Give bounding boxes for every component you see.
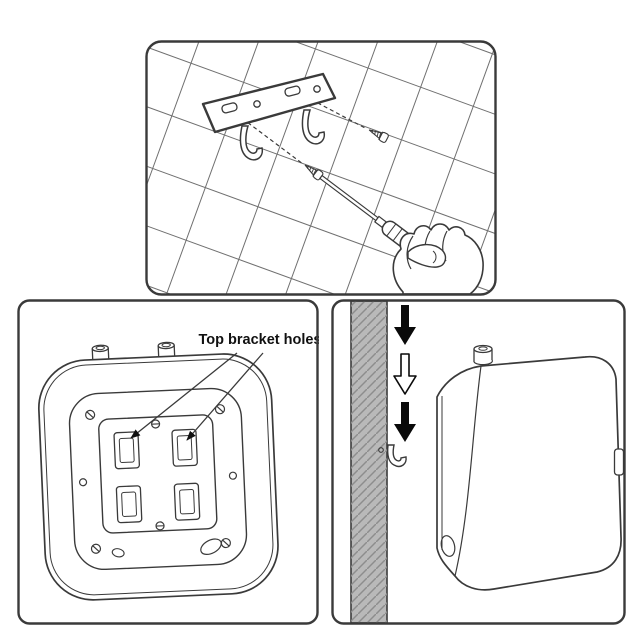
- bracket-keyhole-right: [284, 85, 301, 97]
- wall-hatching: [351, 301, 387, 623]
- bracket-keyhole-left: [221, 102, 238, 114]
- panel-bracket-installation: [145, 40, 497, 296]
- side-hole-left: [78, 478, 88, 487]
- down-arrow-solid-top: [394, 305, 416, 345]
- thumb: [407, 243, 447, 268]
- unit-back-recess: [68, 387, 248, 571]
- wall-hook-screw: [378, 447, 384, 453]
- installer-hand: [392, 223, 484, 295]
- pipe-fitting-right: [157, 341, 176, 358]
- heater-side-view: [436, 344, 624, 591]
- panel-border: [331, 299, 626, 625]
- heater-body-outline: [436, 355, 622, 591]
- wall: [350, 301, 388, 623]
- handle-grip-lines: [386, 223, 416, 251]
- callout-leader-left: [130, 352, 238, 439]
- side-latch: [613, 448, 624, 476]
- panel-border: [145, 40, 497, 296]
- screw-guide-line-right: [298, 92, 368, 130]
- bottom-bracket-hole-left: [115, 485, 143, 524]
- front-edge-curve: [454, 365, 482, 577]
- top-bracket-holes-label: Top bracket holes: [198, 332, 319, 348]
- heater-back-view: [37, 341, 279, 601]
- top-pipe-fitting: [473, 344, 493, 366]
- bottom-oval-left: [111, 548, 125, 558]
- top-bracket-hole-left: [113, 431, 141, 470]
- bracket-plate: [98, 414, 218, 534]
- pipe-fitting-left: [91, 344, 110, 361]
- bracket-hook-right: [301, 109, 326, 145]
- drain-outlet: [440, 535, 456, 557]
- unit-outer-shell-inner-line: [43, 358, 274, 596]
- mounting-bracket: [201, 72, 337, 161]
- down-arrow-solid-bottom: [394, 402, 416, 442]
- top-bracket-hole-right: [171, 428, 198, 467]
- bottom-oval-right: [200, 538, 222, 555]
- unit-outer-shell: [37, 353, 279, 601]
- wall-hook: [378, 444, 407, 468]
- bottom-bracket-hole-right: [173, 482, 201, 521]
- panel-border: [17, 299, 319, 625]
- panel-unit-back-view: Top bracket holes: [17, 299, 319, 625]
- callout-leader-right: [186, 352, 264, 441]
- thumb-nail-line: [432, 250, 437, 264]
- corner-screws: [85, 404, 231, 554]
- side-hole-right: [228, 471, 238, 480]
- bracket-round-hole-left: [253, 100, 261, 108]
- panel-unit-mounting: [331, 299, 626, 625]
- down-arrow-outline-middle: [393, 353, 417, 395]
- screwdriver-shaft: [319, 174, 379, 222]
- bracket-round-hole-right: [313, 85, 321, 93]
